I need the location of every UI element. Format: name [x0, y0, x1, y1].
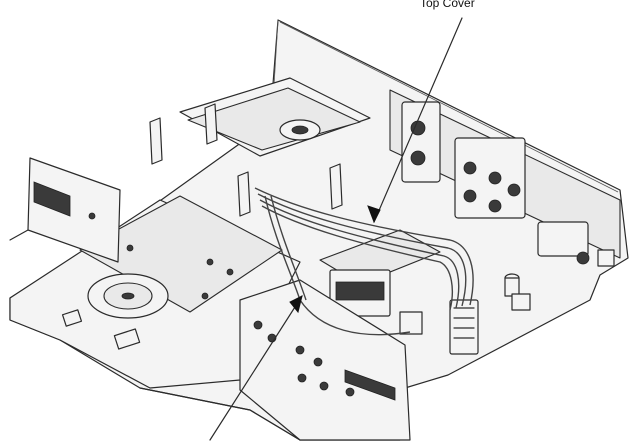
front-connector	[9, 157, 121, 263]
front-panel	[239, 279, 411, 441]
top-plate	[149, 77, 371, 217]
disc-drive-unit	[9, 195, 301, 389]
wire-harness	[254, 187, 474, 336]
callout-arrows	[209, 17, 463, 441]
top-callout-arrow	[367, 17, 463, 224]
bottom-callout-arrow	[209, 295, 303, 441]
top-callout-label: Top Cover	[420, 0, 475, 10]
main-pcb	[319, 229, 531, 355]
rear-panel	[389, 89, 621, 267]
